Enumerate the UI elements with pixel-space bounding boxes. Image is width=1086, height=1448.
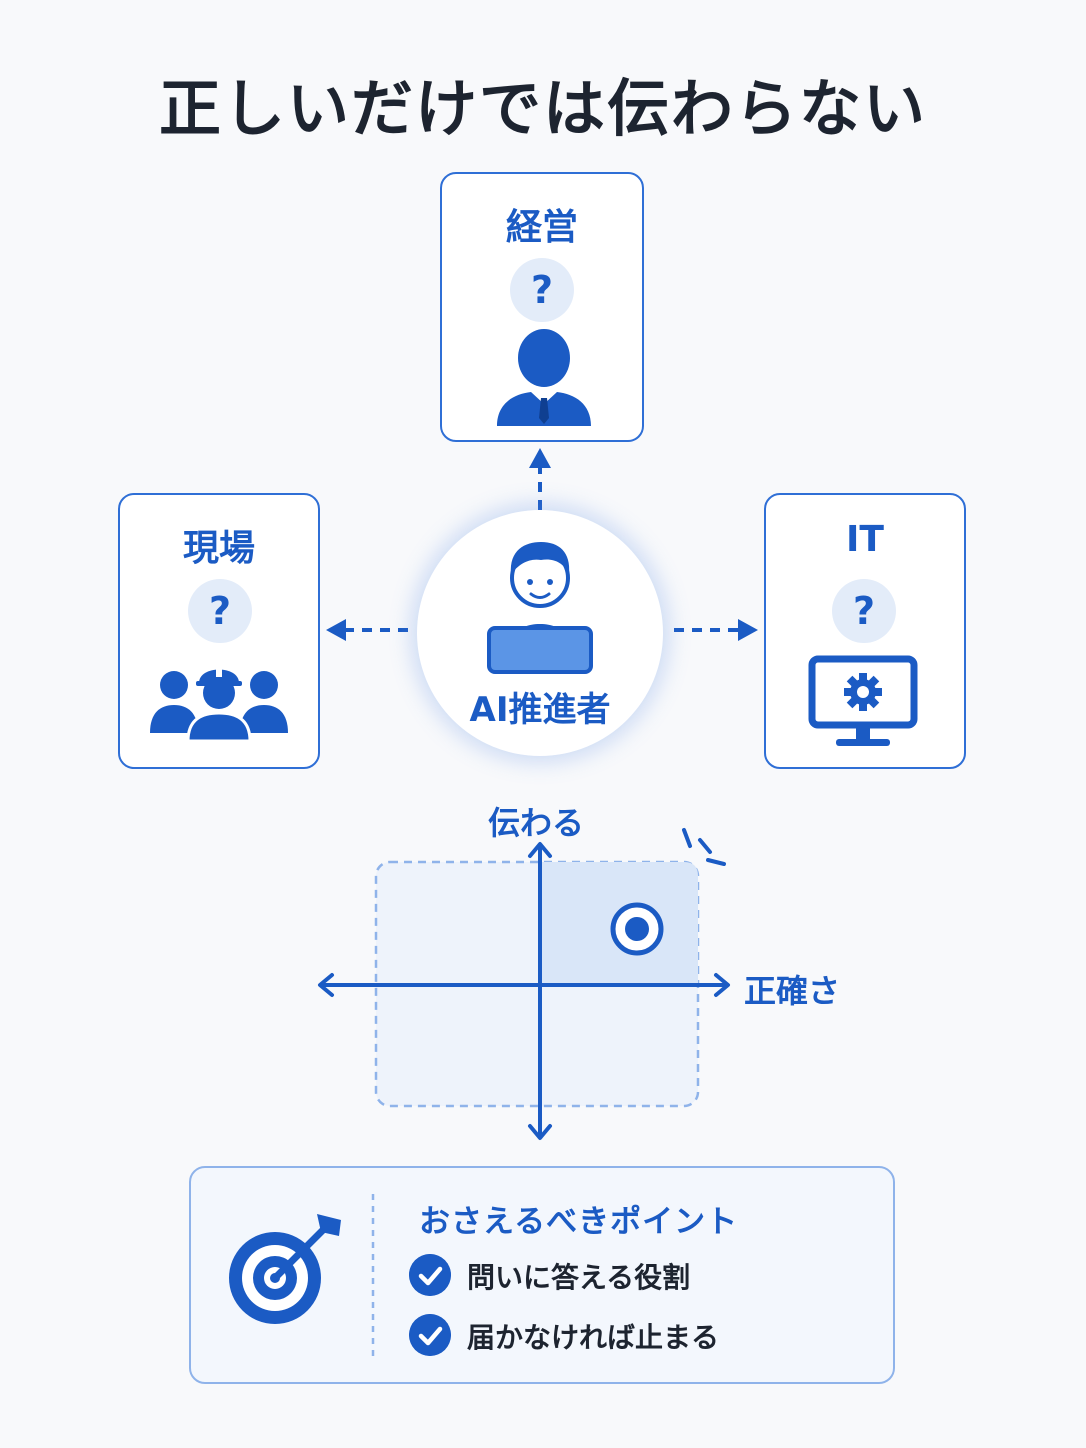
target-arrow-icon	[229, 1214, 341, 1324]
arrowhead-left	[326, 619, 346, 641]
person-laptop-icon	[487, 542, 593, 674]
point-text: 問いに答える役割	[467, 1261, 691, 1294]
point-text: 届かなければ止まる	[467, 1321, 720, 1354]
management-label: 経営	[505, 207, 578, 248]
matrix-background	[374, 860, 700, 1108]
page-title: 正しいだけでは伝わらない	[158, 72, 927, 145]
question-icon: ?	[188, 579, 252, 643]
businessman-icon	[497, 329, 591, 426]
center-label: AI推進者	[469, 690, 611, 730]
x-arrow-left	[318, 973, 334, 997]
check-circle-icon	[409, 1314, 451, 1356]
divider	[371, 1194, 375, 1362]
target-dot-icon	[610, 902, 664, 956]
question-icon: ?	[510, 258, 574, 322]
points-title: おさえるべきポイント	[419, 1204, 739, 1240]
workers-group-icon	[150, 665, 288, 743]
field-card: 現場 ?	[118, 493, 320, 769]
key-points-box: おさえるべきポイント 問いに答える役割 届かなければ止まる	[189, 1166, 895, 1384]
x-arrow-right	[714, 973, 730, 997]
question-icon: ?	[832, 579, 896, 643]
y-arrow-top	[528, 842, 552, 858]
arrowhead-up	[529, 448, 551, 468]
spark-line	[682, 828, 692, 848]
field-label: 現場	[182, 528, 255, 569]
y-axis-label: 伝わる	[488, 804, 585, 842]
it-label: IT	[846, 519, 884, 560]
x-axis-label: 正確さ	[744, 972, 841, 1010]
management-card: 経営 ?	[440, 172, 644, 442]
center-circle: AI推進者	[417, 510, 663, 756]
arrowhead-right	[738, 619, 758, 641]
check-circle-icon	[409, 1254, 451, 1296]
spark-line	[698, 838, 712, 854]
y-arrow-bottom	[528, 1124, 552, 1140]
highlight-quadrant	[540, 862, 698, 985]
monitor-gear-icon	[808, 655, 918, 746]
spark-line	[706, 858, 726, 866]
it-card: IT ?	[764, 493, 966, 769]
